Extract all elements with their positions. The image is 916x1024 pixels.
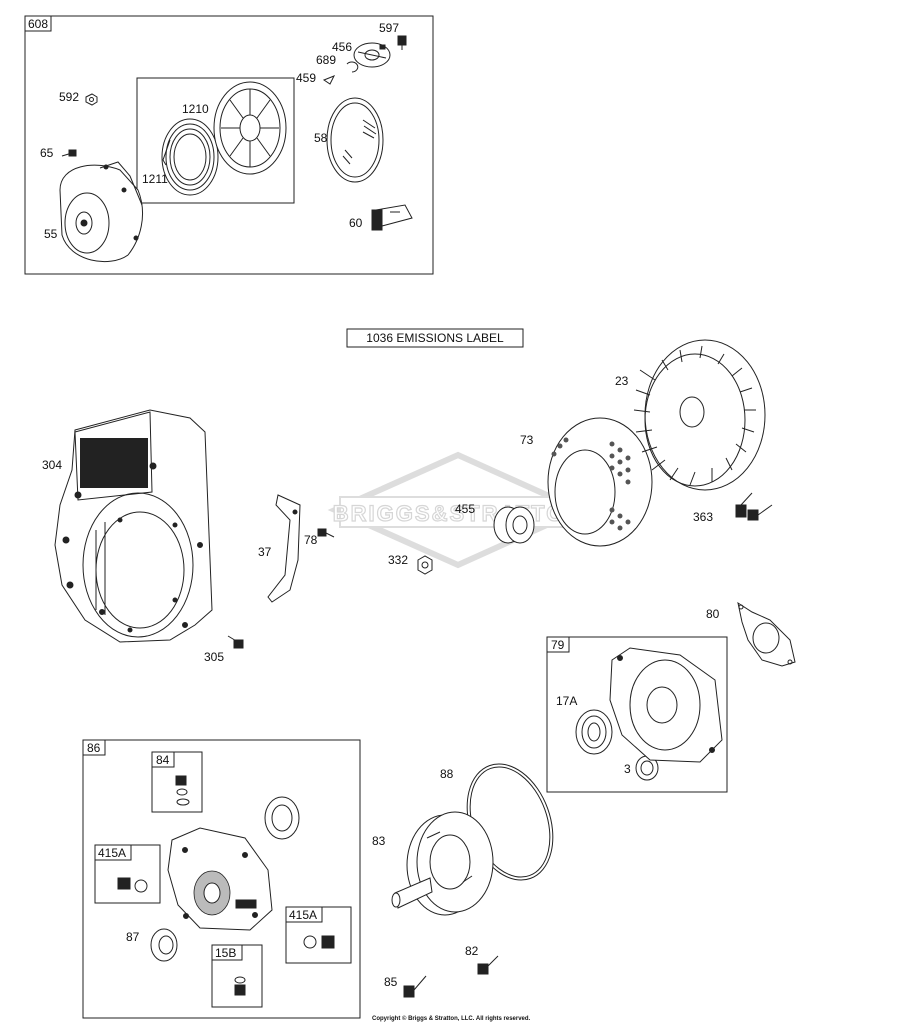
callout-73: 73 (520, 433, 534, 447)
part-80-gasket (737, 601, 796, 667)
part-592-nut (85, 93, 98, 106)
reel-subassembly-box (136, 77, 295, 204)
callout-55: 55 (44, 227, 58, 241)
group-79: 79 17A 3 (546, 636, 728, 793)
callout-87: 87 (126, 930, 140, 944)
callout-58: 58 (314, 131, 328, 145)
callout-689: 689 (316, 53, 336, 67)
callout-80: 80 (706, 607, 720, 621)
part-87-seal (150, 928, 178, 962)
group-84-tag: 84 (156, 753, 170, 767)
part-363-bolts (735, 492, 773, 521)
part-78-screw (317, 528, 335, 538)
part-82-bolt (477, 955, 499, 975)
callout-85: 85 (384, 975, 398, 989)
part-1210-pulley (213, 81, 287, 175)
callout-78: 78 (304, 533, 318, 547)
callout-456: 456 (332, 40, 352, 54)
group-84-box (151, 751, 203, 813)
group-86-tag: 86 (87, 741, 101, 755)
part-85-bolt (403, 975, 427, 998)
callout-597: 597 (379, 21, 399, 35)
part-60-handle (371, 204, 413, 231)
callout-60: 60 (349, 216, 363, 230)
part-455-cup (493, 506, 535, 544)
callout-83: 83 (372, 834, 386, 848)
part-65-screw (61, 149, 77, 157)
part-305-screw (227, 635, 244, 649)
part-58-rope (326, 97, 384, 183)
callout-304: 304 (42, 458, 62, 472)
part-79-cover (609, 647, 723, 763)
watermark-text: BRIGGS&STRATTON (333, 501, 583, 526)
part-86-bearing (264, 796, 300, 840)
part-332-nut (417, 555, 433, 575)
part-55-housing (59, 161, 144, 263)
group-79-tag: 79 (551, 638, 565, 652)
group-15b-tag: 15B (215, 946, 236, 960)
callout-332: 332 (388, 553, 408, 567)
group-86: 86 84 415A 415A 15B (82, 739, 361, 1019)
emissions-label-box: 1036 EMISSIONS LABEL (346, 328, 524, 348)
callout-3: 3 (624, 762, 631, 776)
callout-23: 23 (615, 374, 629, 388)
part-84-plug (175, 775, 190, 806)
callout-65: 65 (40, 146, 54, 160)
group-608-tag: 608 (28, 17, 48, 31)
part-459-dog (322, 75, 336, 85)
part-37-baffle (267, 494, 301, 603)
part-17a-bearing (575, 709, 613, 755)
part-15b-fitting (234, 976, 246, 996)
part-73-screen (547, 417, 653, 547)
callout-88: 88 (440, 767, 454, 781)
part-304-blower-housing (54, 409, 213, 643)
group-608: 608 (24, 15, 434, 275)
group-415a-left-tag: 415A (98, 846, 126, 860)
part-1211-spring (161, 118, 219, 196)
part-597-screw (397, 35, 407, 50)
group-415a-right-tag: 415A (289, 908, 317, 922)
part-415a-left-plug (117, 877, 148, 893)
callout-1210: 1210 (182, 102, 209, 116)
part-415a-right-plug (303, 935, 335, 949)
copyright-text: Copyright © Briggs & Stratton, LLC. All … (372, 1015, 531, 1022)
callout-455: 455 (455, 502, 475, 516)
callout-37: 37 (258, 545, 272, 559)
callout-592: 592 (59, 90, 79, 104)
callout-305: 305 (204, 650, 224, 664)
callout-363: 363 (693, 510, 713, 524)
callout-1211: 1211 (142, 172, 168, 186)
part-689-washer (346, 61, 359, 73)
part-86-gearcase (167, 827, 273, 931)
part-23-flywheel (633, 339, 766, 491)
part-83-drive (391, 811, 494, 916)
part-456-retainer (353, 42, 391, 68)
callout-17a: 17A (556, 694, 577, 708)
emissions-label-text: 1036 EMISSIONS LABEL (366, 331, 504, 345)
callout-459: 459 (296, 71, 316, 85)
callout-82: 82 (465, 944, 479, 958)
